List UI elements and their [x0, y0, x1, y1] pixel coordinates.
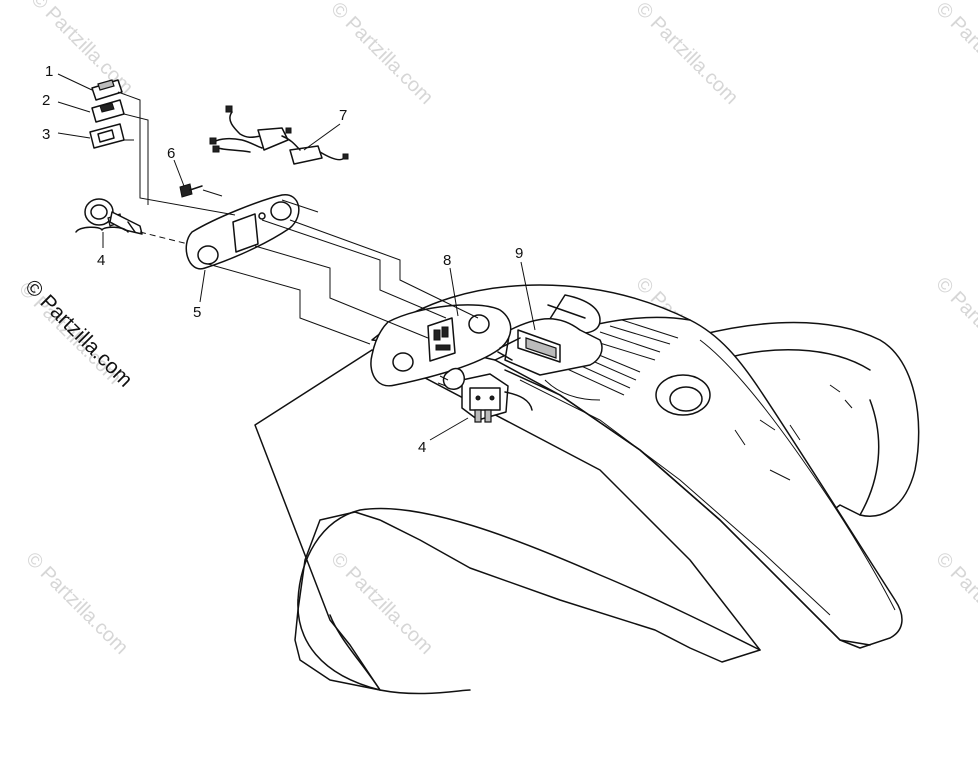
watermark: © Partzilla.com: [931, 0, 978, 109]
watermark: © Partzilla.com: [931, 548, 978, 659]
callout-5: 5: [193, 304, 201, 321]
watermark: © Partzilla.com: [21, 548, 132, 659]
callout-3: 3: [42, 126, 50, 143]
part-3-switch: [89, 123, 125, 149]
watermark-side-label: © Partzilla.com: [20, 275, 136, 391]
part-2-switch: [91, 99, 125, 123]
callout-4-key: 4: [97, 252, 105, 269]
watermark: © Partzilla.com: [931, 273, 978, 384]
leader-lines: [57, 73, 536, 441]
part-5-mounting-plate: [185, 194, 300, 270]
part-8-mounting-plate: [370, 304, 512, 387]
part-9-switch: [497, 329, 561, 363]
callout-1: 1: [45, 63, 53, 80]
part-4-ignition-switch-lower: [437, 367, 533, 423]
part-4-key-assembly: [75, 198, 143, 235]
callout-7: 7: [339, 107, 347, 124]
callout-9: 9: [515, 245, 523, 262]
callout-2: 2: [42, 92, 50, 109]
assembly-guide-lines: [117, 91, 479, 345]
part-6-screw: [179, 183, 203, 198]
rear-fender: [254, 284, 920, 695]
callout-8: 8: [443, 252, 451, 269]
part-7-wiring-harness: [209, 105, 349, 165]
callouts: 1 2 3 4 5 6 7 8 9 4: [42, 63, 523, 456]
watermark: © Partzilla.com: [631, 0, 742, 109]
watermark: © Partzilla.com: [26, 0, 137, 99]
watermark: © Partzilla.com: [326, 0, 437, 109]
part-1-switch: [91, 79, 123, 101]
callout-4-switch: 4: [418, 439, 426, 456]
callout-6: 6: [167, 145, 175, 162]
